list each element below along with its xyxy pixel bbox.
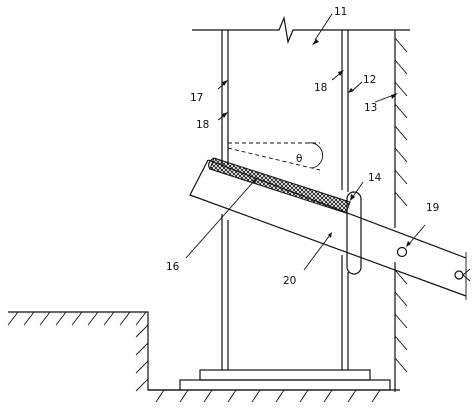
- filter-screen: [208, 157, 351, 214]
- label-18-left: 18: [196, 119, 209, 131]
- ground-bottom: [148, 389, 400, 403]
- inclined-pipe: [189, 159, 467, 300]
- ground-left: [7, 311, 180, 392]
- label-16: 16: [166, 261, 180, 273]
- right-earth-wall: [394, 30, 408, 392]
- angle-label: θ: [296, 153, 302, 165]
- base-slab: [179, 369, 391, 391]
- arrowheads: [222, 39, 411, 247]
- leader-lines: [185, 13, 426, 271]
- angle-indicator: θ: [227, 142, 324, 171]
- label-18-right: 18: [314, 82, 327, 94]
- label-19: 19: [426, 202, 439, 214]
- label-11: 11: [334, 6, 347, 18]
- top-boundary: [192, 15, 410, 45]
- sealing-ring: [346, 191, 362, 275]
- label-14: 14: [368, 172, 382, 184]
- label-12: 12: [363, 74, 376, 86]
- label-13: 13: [364, 102, 377, 114]
- label-17: 17: [190, 92, 203, 104]
- reference-numerals: 11 12 13 14 16 17 18 18 19 20: [166, 6, 439, 287]
- valve-symbol: [396, 246, 471, 282]
- shaft-walls: [221, 30, 349, 370]
- label-20: 20: [283, 275, 296, 287]
